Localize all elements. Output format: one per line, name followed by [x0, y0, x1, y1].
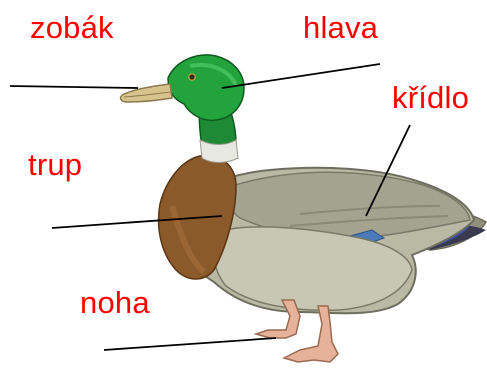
label-body: trup	[28, 147, 83, 182]
label-beak: zobák	[30, 10, 114, 45]
flank-panel	[213, 226, 413, 312]
wing-coverts	[227, 171, 471, 239]
leader-line-body	[51, 215, 223, 229]
label-wing: křídlo	[392, 80, 470, 115]
leg-right	[281, 305, 339, 363]
beak-line	[123, 91, 171, 98]
head-sheen	[189, 63, 238, 87]
breast-highlight	[169, 205, 207, 275]
leader-line-wing	[365, 124, 411, 217]
wing-stripe-2	[289, 215, 449, 227]
beak	[119, 83, 173, 103]
label-head: hlava	[303, 10, 379, 45]
wing-stripe-1	[299, 205, 441, 215]
leader-line-leg	[103, 337, 277, 351]
eye	[188, 73, 196, 81]
leader-line-beak	[9, 85, 139, 89]
label-leg: noha	[80, 285, 150, 320]
leader-line-head	[221, 63, 381, 89]
neck-ring	[199, 139, 239, 163]
